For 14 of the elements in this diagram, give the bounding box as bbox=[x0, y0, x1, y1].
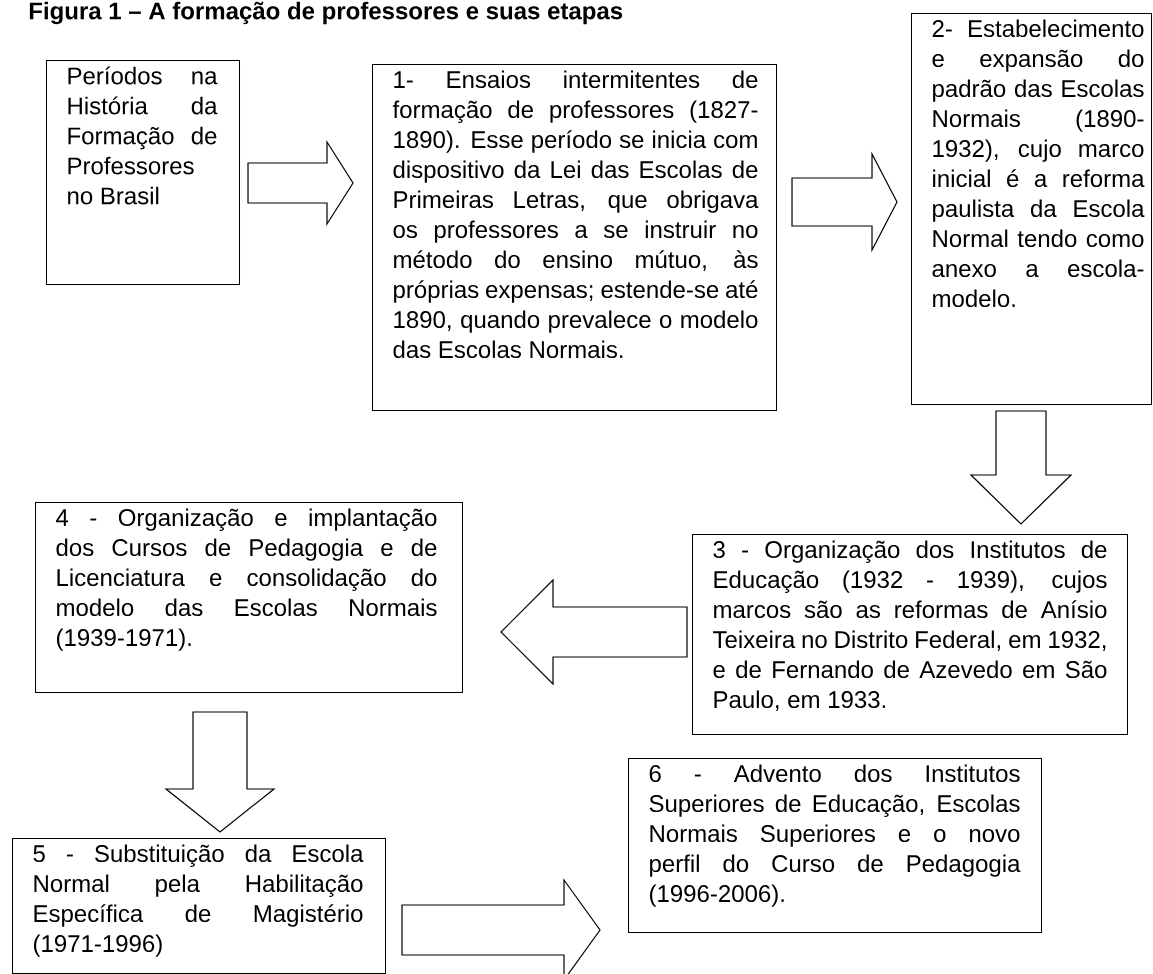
block-arrow bbox=[247, 139, 354, 227]
block-arrow bbox=[969, 410, 1073, 525]
block-arrow bbox=[791, 151, 898, 253]
text-box: Períodos na História da Formação de Professores no Brasil bbox=[46, 60, 240, 285]
block-arrow bbox=[401, 878, 601, 974]
text-box: 2- Estabelecimento e expansão do padrão das Escolas Normais (1890-1932), cujo marco inicial é a reforma paulista da Escola Normal tendo como anexo a escola-modelo. bbox=[911, 13, 1152, 405]
text-box: 5 - Substituição da Escola Normal pela Habilitação Específica de Magistério (1971-1996) bbox=[12, 838, 386, 974]
text-box: 1- Ensaios intermitentes de formação de professores (1827-1890). Esse período se inicia com dispositivo da Lei das Escolas de Primeiras Letras, que obrigava os professores a se instruir no método do ensino mútuo, às próprias expensas; estende-se até 1890, quando prevalece o modelo das Escolas Normais. bbox=[372, 64, 777, 411]
text-box: 3 - Organização dos Institutos de Educação (1932 - 1939), cujos marcos são as reformas de Anísio Teixeira no Distrito Federal, em 1932, e de Fernando de Azevedo em São Paulo, em 1933. bbox=[692, 534, 1128, 735]
block-arrow bbox=[164, 711, 276, 833]
text-box: 6 - Advento dos Institutos Superiores de Educação, Escolas Normais Superiores e o novo perfil do Curso de Pedagogia (1996-2006). bbox=[628, 758, 1042, 933]
text-box: 4 - Organização e implantação dos Cursos de Pedagogia e de Licenciatura e consolidação do modelo das Escolas Normais (1939-1971). bbox=[35, 502, 463, 693]
block-arrow bbox=[500, 578, 688, 686]
title: Figura 1 – A formação de professores e suas etapas bbox=[29, 1, 623, 25]
